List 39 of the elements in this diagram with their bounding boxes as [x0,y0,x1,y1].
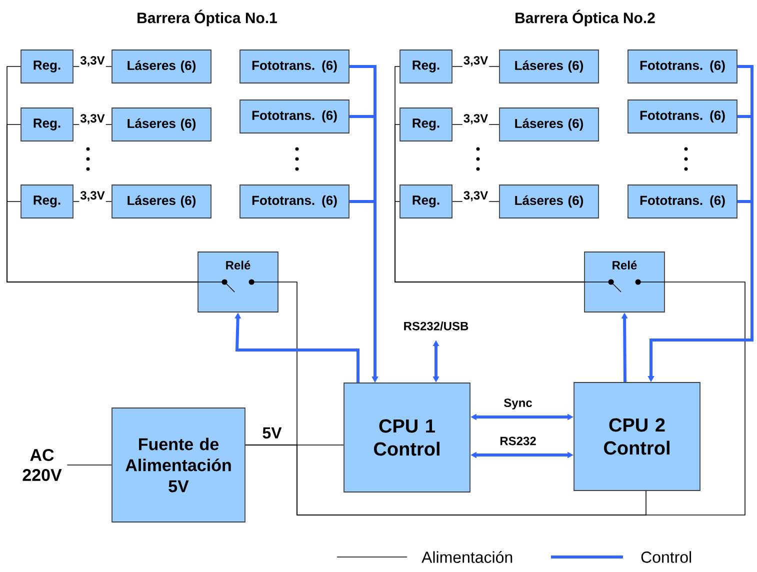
cpu-box: CPU 1 Control [344,382,470,492]
laser-box: Láseres (6) [499,108,599,142]
supply-label: AC 220V [22,448,62,482]
legend-label: Control [641,551,692,563]
regulator-box: Reg. [400,50,452,84]
relay-box: Relé [584,252,665,312]
connector-line [6,201,198,282]
phototransistor-box: Fototrans. (6) [240,184,350,218]
connector-line [66,464,112,466]
laser-box: Láseres (6) [112,184,212,218]
laser-box: Láseres (6) [499,184,599,218]
phototransistor-box: Fototrans. (6) [628,50,738,84]
regulator-box: Reg. [20,184,74,218]
regulator-box: Reg. [400,108,452,142]
laser-box: Láseres (6) [112,50,212,84]
phototransistor-box: Fototrans. (6) [628,184,738,218]
laser-box: Láseres (6) [499,50,599,84]
regulator-box: Reg. [400,184,452,218]
section-title: Barrera Óptica No.2 [516,10,655,26]
edge-label: 3,3V [462,55,490,68]
connector-line [245,282,746,516]
power-supply-box: Fuente de Alimentación 5V [112,408,246,522]
phototransistor-box: Fototrans. (6) [240,100,350,134]
edge-label: 3,3V [462,190,490,202]
relay-box: Relé [198,252,278,312]
edge-label: RS232/USB [402,320,470,332]
laser-box: Láseres (6) [112,108,212,142]
cpu-box: CPU 2 Control [574,382,700,491]
edge-label: RS232 [498,436,538,446]
phototransistor-box: Fototrans. (6) [240,50,350,84]
edge-label: 5V [261,426,283,440]
edge-label: 3,3V [462,113,490,126]
phototransistor-box: Fototrans. (6) [628,100,738,134]
regulator-box: Reg. [20,108,74,142]
edge-label: Sync [502,398,534,410]
regulator-box: Reg. [20,50,74,84]
connector-line [394,201,584,282]
legend-label: Alimentación [422,551,512,563]
section-title: Barrera Óptica No.1 [138,10,277,26]
